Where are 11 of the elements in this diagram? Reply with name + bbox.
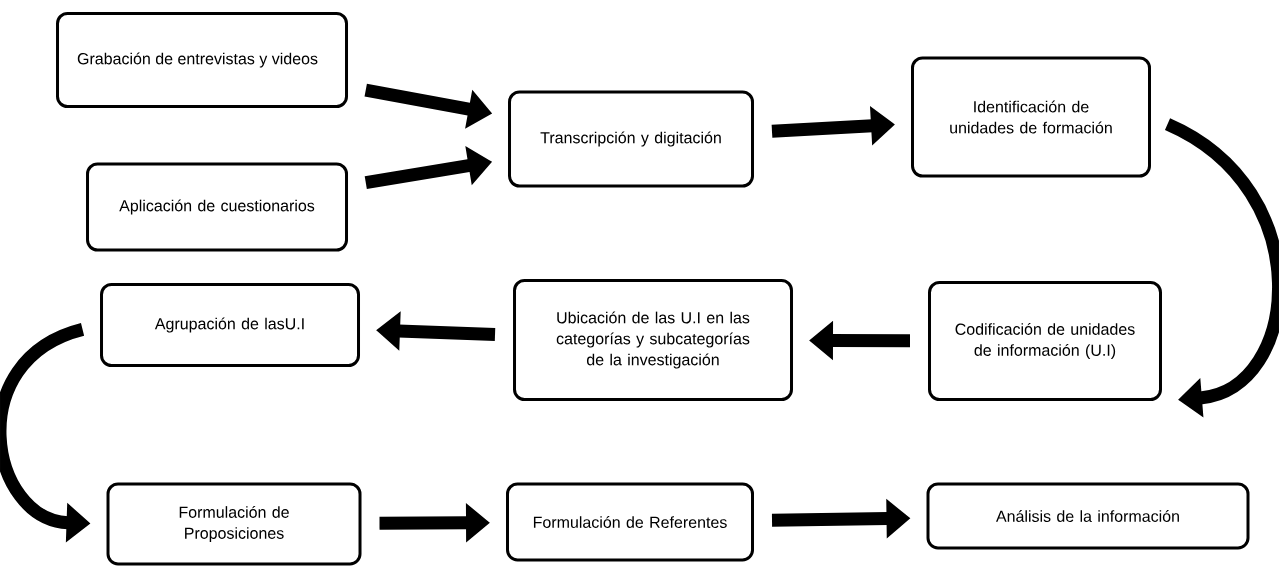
process-box: Agrupación de lasU.I — [100, 283, 360, 367]
process-box: Análisis de la información — [926, 482, 1250, 550]
process-box: Ubicación de las U.I en las categorías y subcategorías de la investigación — [513, 279, 793, 401]
process-box: Identificación de unidades de formación — [911, 56, 1151, 178]
process-box: Formulación de Referentes — [506, 482, 754, 562]
process-box: Formulación de Proposiciones — [106, 482, 362, 566]
process-box: Grabación de entrevistas y videos — [56, 12, 348, 108]
block-arrow — [1164, 118, 1279, 418]
process-box: Transcripción y digitación — [508, 90, 754, 188]
process-box: Codificación de unidades de información (U.I) — [928, 281, 1162, 401]
process-box: Aplicación de cuestionarios — [86, 162, 348, 252]
